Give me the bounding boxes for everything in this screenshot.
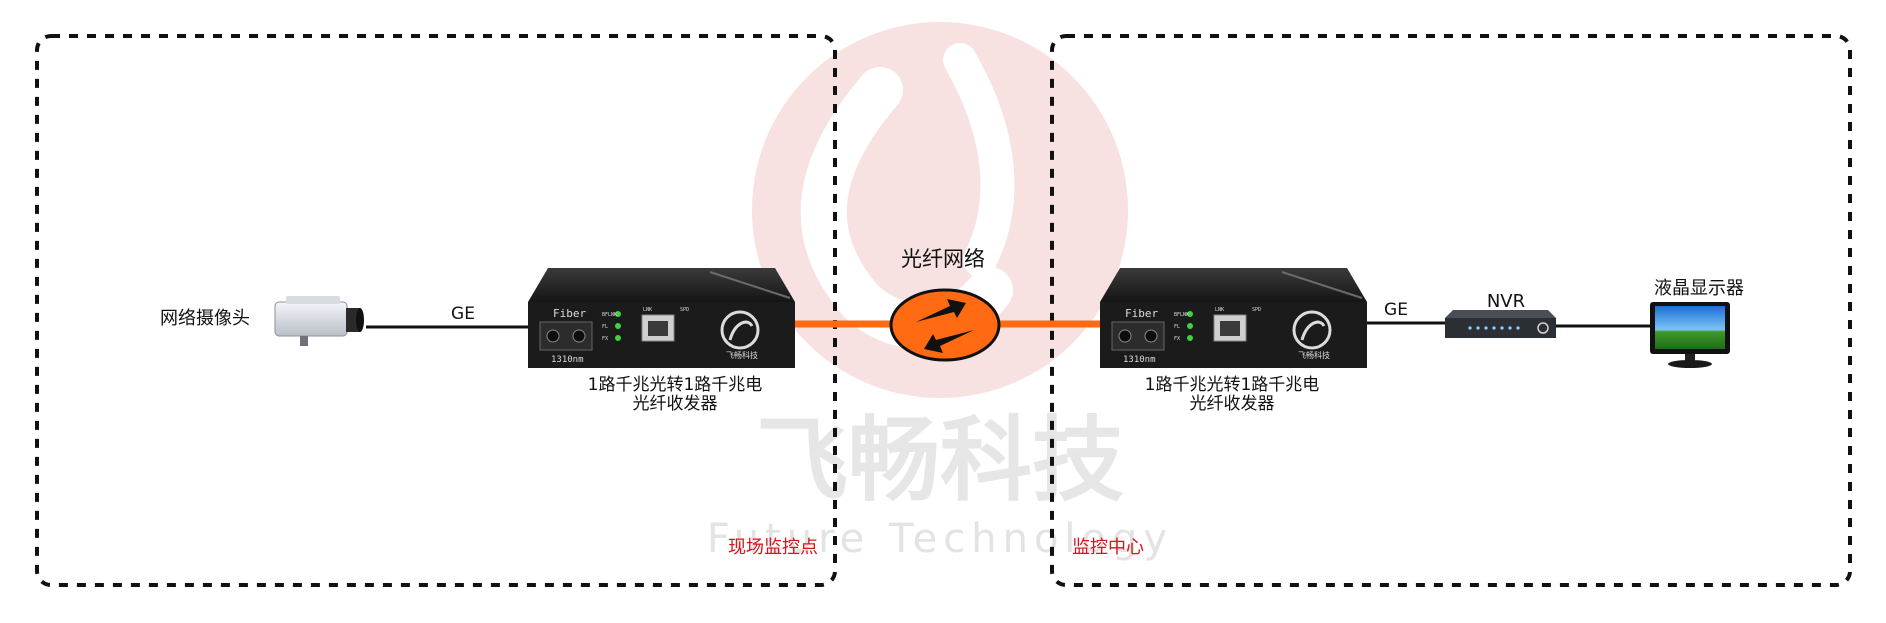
converter-right-led-label-3: FX [1174, 336, 1180, 342]
converter-right-name-line2: 光纤收发器 [1190, 394, 1275, 414]
zone-right-border [1050, 34, 1852, 587]
converter-left [528, 268, 795, 368]
monitor-label: 液晶显示器 [1654, 278, 1744, 299]
converter-left-port-spd: SPD [680, 307, 689, 313]
converter-right-port-spd: SPD [1252, 307, 1261, 313]
converter-left-led-label-1: BFLNK [602, 312, 617, 318]
ge-right-label: GE [1384, 300, 1408, 320]
converter-right [1100, 268, 1367, 368]
zone-left-label: 现场监控点 [728, 537, 818, 558]
nvr-icon [1445, 310, 1556, 338]
watermark-cn: 飞畅科技 [756, 407, 1124, 514]
converter-right-led-label-1: BFLNK [1174, 312, 1189, 318]
converter-right-wavelength: 1310nm [1123, 355, 1156, 365]
fiber-network-label: 光纤网络 [901, 247, 985, 271]
converter-left-led-label-2: FL [602, 324, 608, 330]
converter-right-brand: 飞畅科技 [1298, 350, 1330, 360]
converter-left-port-label: Fiber [553, 307, 586, 320]
camera-icon [274, 296, 364, 346]
converter-left-name-line2: 光纤收发器 [633, 394, 718, 414]
converter-right-port-label: Fiber [1125, 307, 1158, 320]
monitor-icon [1650, 302, 1730, 368]
converter-left-wavelength: 1310nm [551, 355, 584, 365]
zone-left-border [35, 34, 837, 587]
converter-left-port-lnk: LNK [643, 307, 652, 313]
ge-left-label: GE [451, 304, 475, 324]
nvr-label: NVR [1487, 291, 1525, 312]
converter-right-port-lnk: LNK [1215, 307, 1224, 313]
zone-right-label: 监控中心 [1072, 537, 1144, 558]
converter-right-led-label-2: FL [1174, 324, 1180, 330]
converter-left-led-label-3: FX [602, 336, 608, 342]
fiber-network-icon [889, 288, 1001, 362]
converter-left-name-line1: 1路千兆光转1路千兆电 [588, 375, 763, 395]
watermark-en: Future Technology [707, 516, 1173, 562]
converter-right-name-line1: 1路千兆光转1路千兆电 [1145, 375, 1320, 395]
converter-left-brand: 飞畅科技 [726, 350, 758, 360]
camera-label: 网络摄像头 [160, 308, 250, 329]
